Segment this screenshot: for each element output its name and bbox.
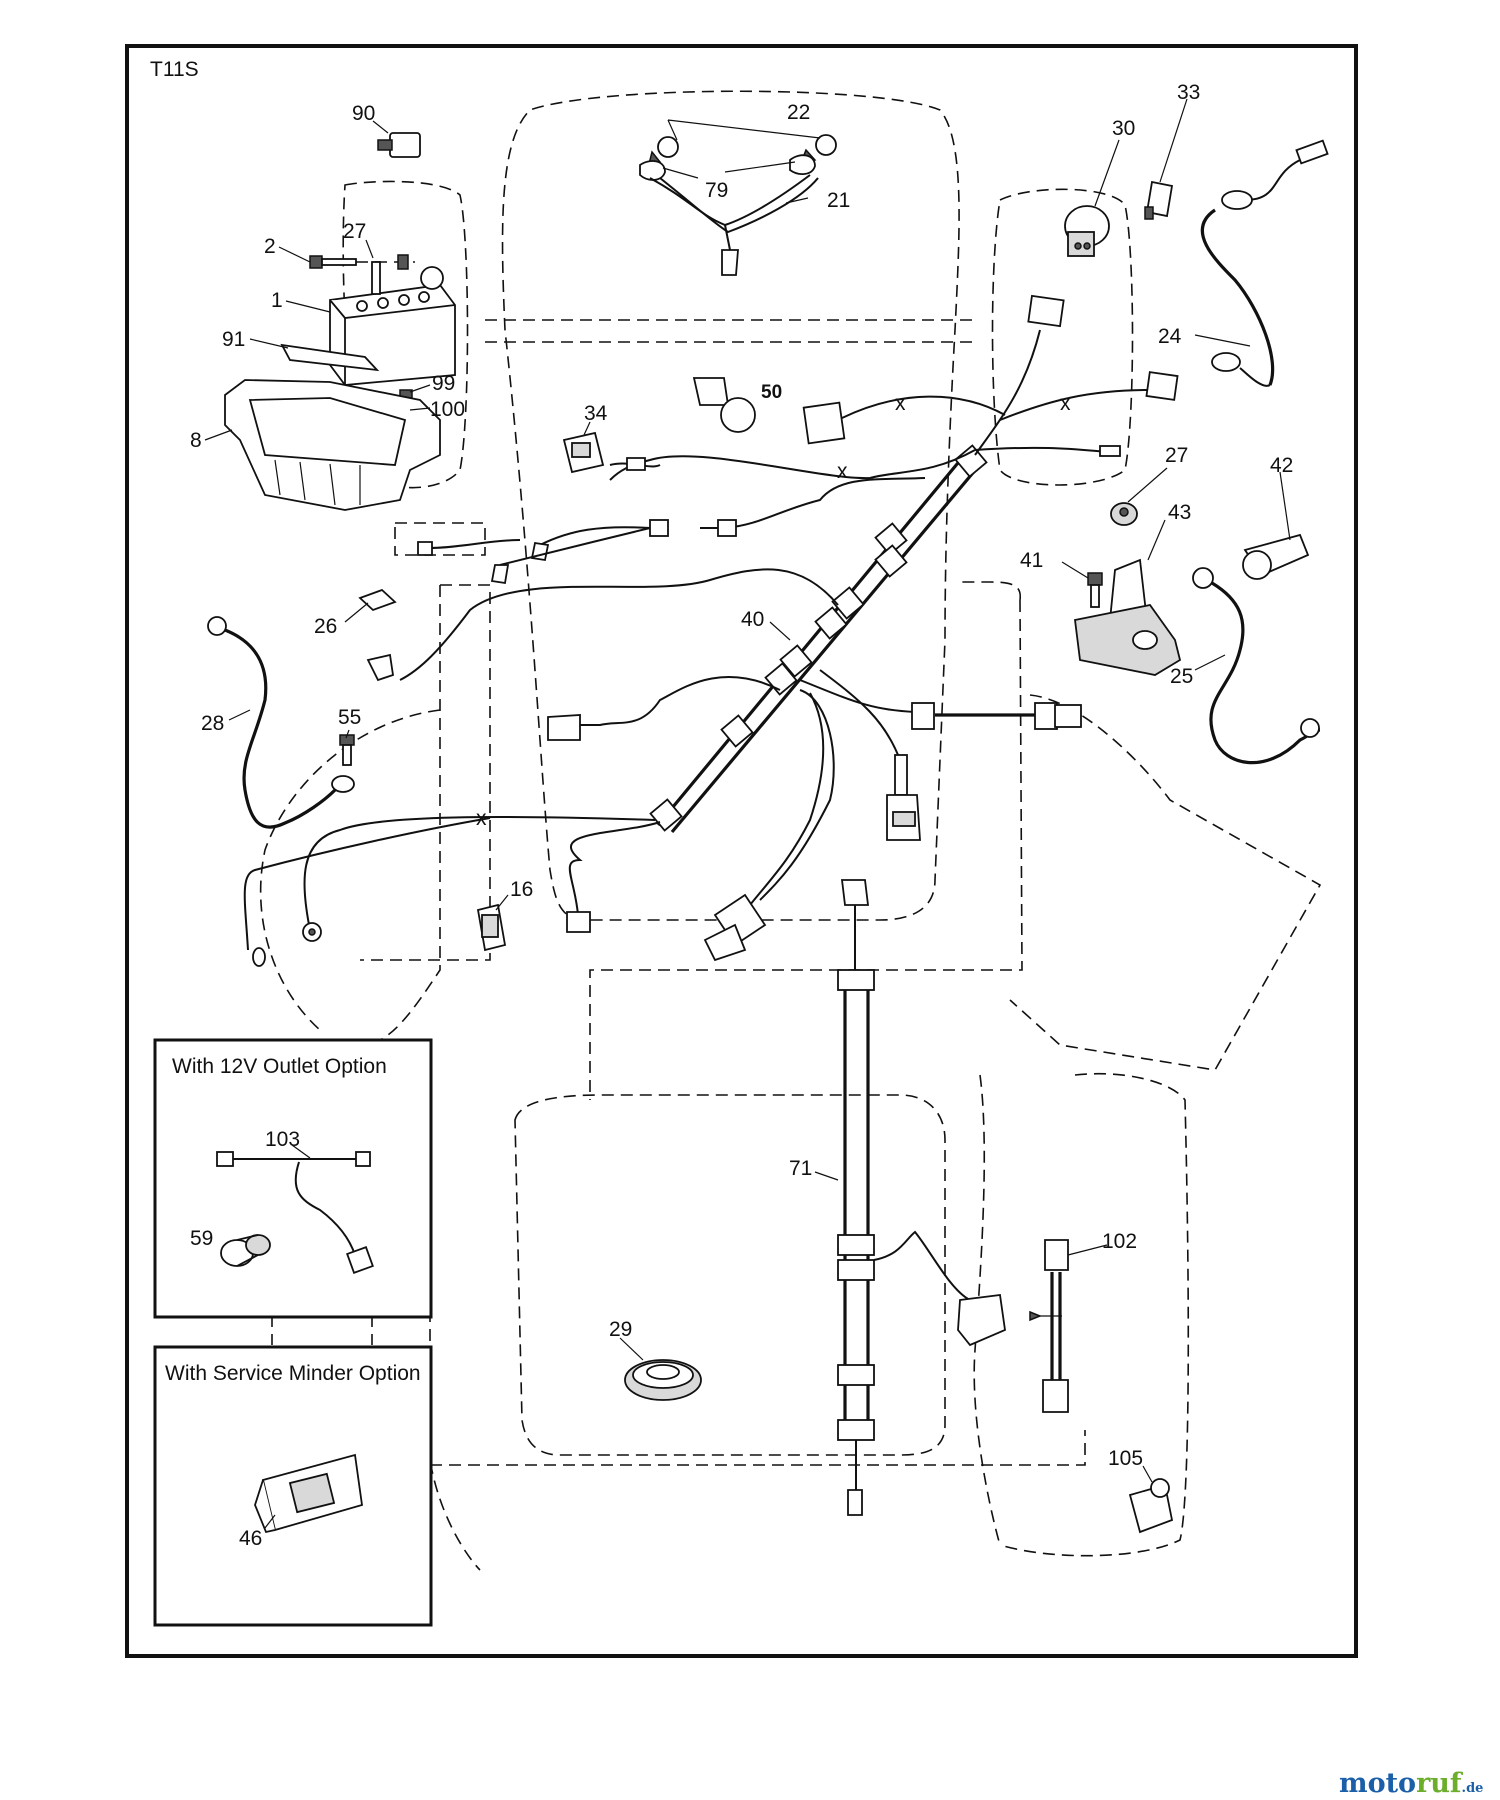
part-8-battery-tray: [224, 379, 441, 511]
part-29-horn: [624, 1359, 702, 1401]
light-bracket-outline: [394, 522, 486, 556]
part-34-rocker-switch: [562, 431, 605, 474]
rear-frame-left: [429, 1215, 481, 1571]
callout-27-right: 27: [1165, 444, 1188, 467]
callout-102: 102: [1102, 1230, 1137, 1253]
part-103-outlet-harness: [216, 1151, 374, 1274]
frame-right-rail: [589, 581, 1023, 1100]
callout-labels: 90 27 2 1 91 99 100 8 22 79 21 33 30 24 …: [190, 81, 1293, 1550]
callout-42: 42: [1270, 454, 1293, 477]
watermark-part-b: ruf: [1416, 1768, 1464, 1799]
seat-outline: [514, 1094, 946, 1456]
part-30-ignition-switch: [1064, 205, 1110, 257]
part-43-solenoid: [1074, 558, 1182, 676]
part-27-nut: [397, 254, 409, 270]
svg-text:motoruf.de: motoruf.de: [1339, 1768, 1483, 1799]
callout-33: 33: [1177, 81, 1200, 104]
diagram-frame: [125, 44, 1358, 1658]
part-90-connector: [377, 132, 421, 158]
frame-left-rail: [379, 585, 441, 1041]
splice-mark: x: [476, 807, 487, 830]
part-2-bolt: [309, 255, 357, 269]
part-27-nut-right: [1110, 502, 1138, 526]
part-102-harness: [1029, 1239, 1069, 1413]
part-33-key: [1144, 180, 1174, 220]
callout-34: 34: [584, 402, 608, 425]
part-41-bolt: [1087, 572, 1103, 608]
callout-21: 21: [827, 189, 850, 212]
callout-27: 27: [343, 220, 366, 243]
callout-105: 105: [1108, 1447, 1143, 1470]
part-50-pto-switch: [692, 377, 846, 445]
part-55-screw: [339, 734, 355, 766]
callout-71: 71: [789, 1157, 812, 1180]
callout-30: 30: [1112, 117, 1135, 140]
callout-25: 25: [1170, 665, 1193, 688]
callout-99: 99: [432, 372, 455, 395]
rear-frame-right: [973, 1074, 1001, 1546]
callout-59: 59: [190, 1227, 213, 1250]
part-91-strap: [280, 343, 380, 372]
watermark-part-a: moto: [1339, 1768, 1416, 1799]
outlet-option-inset: [153, 1038, 433, 1319]
left-wheel-arc: [259, 709, 441, 1031]
callout-100: 100: [430, 398, 465, 421]
callout-24: 24: [1158, 325, 1182, 348]
callout-103: 103: [265, 1128, 300, 1151]
callout-41: 41: [1020, 549, 1043, 572]
part-46-service-minder: [254, 1453, 363, 1534]
callout-79: 79: [705, 179, 728, 202]
part-59-outlet: [220, 1234, 271, 1267]
callout-90: 90: [352, 102, 375, 125]
callout-50: 50: [761, 382, 782, 403]
callout-16: 16: [510, 878, 533, 901]
part-25-positive-cable: [1192, 567, 1321, 765]
part-21-light-harness: [649, 174, 819, 276]
right-rear-outline: [999, 1072, 1190, 1557]
callout-26: 26: [314, 615, 337, 638]
watermark: motoruf.de: [1339, 1768, 1483, 1799]
part-28-ground-cable: [207, 616, 355, 829]
part-79-bulb-holders: [639, 154, 816, 181]
part-16-relay: [476, 903, 507, 952]
callout-22: 22: [787, 101, 810, 124]
bottom-crossbar: [430, 1430, 1086, 1466]
part-24-ground-cable: [1200, 139, 1329, 387]
splice-mark: x: [895, 392, 906, 415]
service-option-title: With Service Minder Option: [165, 1362, 421, 1385]
callout-40: 40: [741, 608, 764, 631]
part-105-sensor: [1128, 1478, 1174, 1534]
callout-leaders: [204, 98, 1291, 1529]
part-40-main-harness: x x x x: [243, 294, 1179, 967]
callout-91: 91: [222, 328, 245, 351]
inset-connector: [271, 1315, 373, 1345]
splice-mark: x: [837, 460, 848, 483]
callout-2: 2: [264, 235, 276, 258]
watermark-suffix: .de: [1462, 1781, 1484, 1796]
callout-1: 1: [271, 289, 283, 312]
outlet-option-title: With 12V Outlet Option: [172, 1055, 387, 1078]
callout-55: 55: [338, 706, 361, 729]
diagram-code: T11S: [150, 58, 199, 81]
part-71-rear-harness: [837, 879, 1006, 1516]
callout-46: 46: [239, 1527, 262, 1550]
hood-outline: [501, 90, 960, 921]
hood-crossbar: [485, 319, 975, 343]
callout-43: 43: [1168, 501, 1191, 524]
right-bay-outline: [991, 188, 1134, 486]
splice-mark: x: [1060, 392, 1071, 415]
callout-28: 28: [201, 712, 224, 735]
callout-8: 8: [190, 429, 202, 452]
part-26-fuse: [358, 588, 397, 612]
right-wheel-arc: [1009, 694, 1322, 1071]
callout-29: 29: [609, 1318, 632, 1341]
part-42-terminal-boot: [1242, 533, 1310, 580]
left-fender-outline: [360, 584, 491, 961]
